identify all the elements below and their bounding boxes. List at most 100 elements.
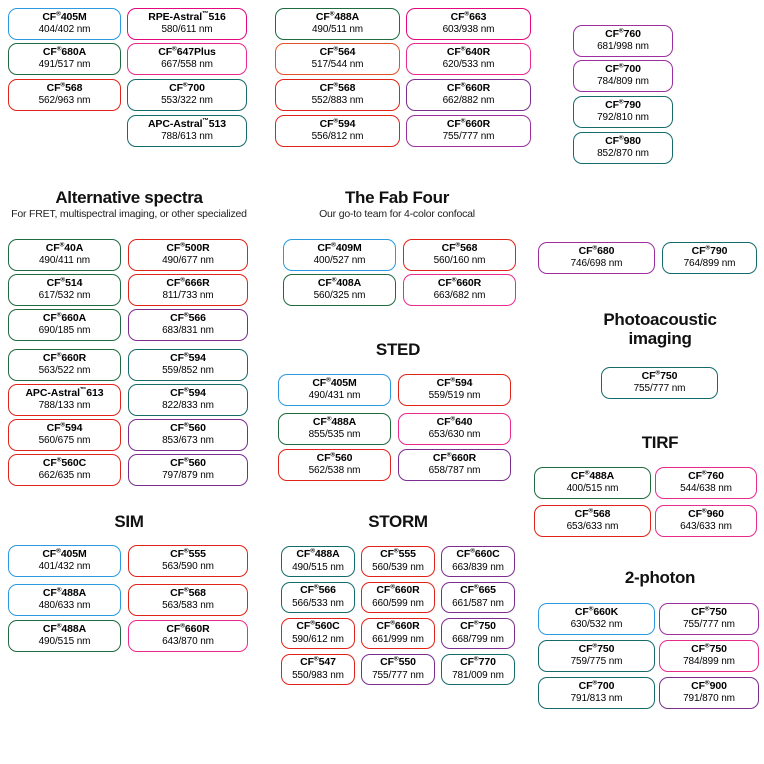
dye-spectra: 784/899 nm xyxy=(683,656,735,668)
dye-spectra: 590/612 nm xyxy=(292,633,344,645)
dye-spectra: 563/583 nm xyxy=(162,600,214,612)
dye-name: CF®568 xyxy=(441,241,478,254)
dye-spectra: 662/635 nm xyxy=(38,470,91,482)
dye-spectra: 755/777 nm xyxy=(372,669,424,681)
dye-name: CF®488A xyxy=(42,622,87,635)
dye-name: CF®560C xyxy=(42,456,87,469)
dye-spectra: 556/812 nm xyxy=(311,131,364,143)
dye-name: CF®568 xyxy=(319,81,356,94)
dye-spectra: 792/810 nm xyxy=(597,112,649,124)
dye-name: CF®660A xyxy=(42,311,87,324)
dye-spectra: 690/185 nm xyxy=(38,325,91,337)
dye-spectra: 617/532 nm xyxy=(38,290,91,302)
dye-name: CF®660R xyxy=(432,451,477,464)
dye-spectra: 784/809 nm xyxy=(597,76,649,88)
dye-spectra: 746/698 nm xyxy=(570,258,623,270)
section-title-tirf: TIRF xyxy=(641,433,679,452)
dye-spectra: 559/852 nm xyxy=(162,365,214,377)
dye-spectra: 603/938 nm xyxy=(442,24,495,36)
dye-spectra: 643/870 nm xyxy=(162,636,214,648)
dye-name: CF®660R xyxy=(446,81,491,94)
dye-spectra: 491/517 nm xyxy=(38,59,91,71)
dye-name: CF®500R xyxy=(166,241,210,254)
dye-name: CF®700 xyxy=(605,62,641,75)
dye-spectra: 661/587 nm xyxy=(452,597,504,609)
